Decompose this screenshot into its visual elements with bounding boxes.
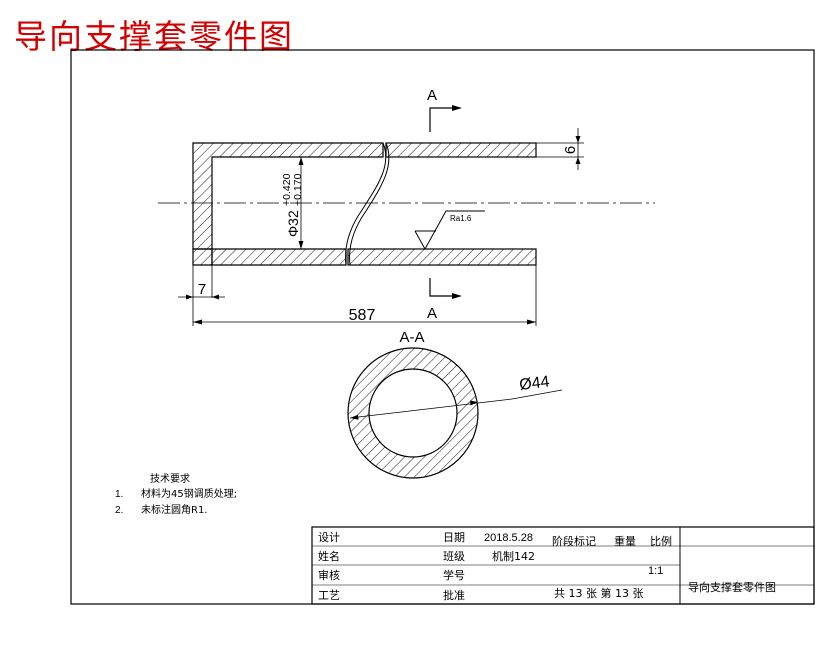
tech-item-1-text: 材料为45钢调质处理; bbox=[141, 487, 237, 500]
outer-diameter-label: Ø44 bbox=[518, 373, 550, 394]
bore-upper-tolerance: +0.420 bbox=[281, 173, 293, 206]
tech-item-2-text: 未标注圆角R1. bbox=[141, 503, 208, 516]
cross-section-view bbox=[347, 347, 563, 479]
roughness-label: Ra1.6 bbox=[450, 214, 472, 223]
title-scale-label: 比例 bbox=[650, 534, 672, 548]
left-end-wall bbox=[192, 248, 213, 266]
tech-item-2-num: 2. bbox=[115, 505, 123, 516]
tech-item-1-num: 1. bbox=[115, 489, 123, 500]
tech-requirements-heading: 技术要求 bbox=[150, 472, 190, 485]
top-wall-right bbox=[385, 142, 537, 158]
bore-prefix: Φ32 bbox=[285, 210, 301, 237]
title-stage-mark: 阶段标记 bbox=[552, 534, 596, 548]
wall-thickness-dimension: 6 bbox=[562, 146, 579, 154]
title-approve-label: 批准 bbox=[443, 588, 465, 602]
title-weight: 重量 bbox=[614, 534, 636, 548]
title-student-id-label: 学号 bbox=[443, 568, 465, 582]
title-class-label: 班级 bbox=[443, 550, 465, 563]
title-date-label: 日期 bbox=[443, 531, 465, 544]
bottom-wall-left bbox=[211, 248, 347, 266]
end-wall-dimension: 7 bbox=[198, 281, 206, 298]
title-class-value: 机制142 bbox=[492, 549, 535, 563]
title-process: 工艺 bbox=[318, 589, 340, 602]
bore-lower-tolerance: +0.170 bbox=[292, 173, 304, 206]
drawing-border bbox=[70, 49, 815, 605]
section-view-title: A-A bbox=[399, 329, 424, 346]
title-sheet-info: 共 13 张 第 13 张 bbox=[554, 586, 643, 600]
roughness-symbol bbox=[414, 210, 485, 251]
title-design: 设计 bbox=[318, 531, 340, 544]
bore-dimension: Φ32 bbox=[285, 210, 301, 237]
section-label-bottom: A bbox=[427, 305, 437, 322]
main-section-view bbox=[158, 105, 655, 326]
title-block bbox=[311, 526, 815, 605]
length-dimension: 587 bbox=[349, 307, 376, 324]
title-date-value: 2018.5.28 bbox=[484, 532, 533, 544]
break-line bbox=[349, 142, 390, 266]
title-drawing-name: 导向支撑套零件图 bbox=[688, 580, 776, 594]
title-review: 审核 bbox=[318, 568, 340, 582]
title-scale-value: 1:1 bbox=[648, 565, 663, 577]
section-label-top: A bbox=[427, 87, 437, 104]
bottom-wall-right bbox=[347, 248, 537, 266]
break-line bbox=[345, 142, 387, 266]
title-name: 姓名 bbox=[318, 549, 340, 563]
